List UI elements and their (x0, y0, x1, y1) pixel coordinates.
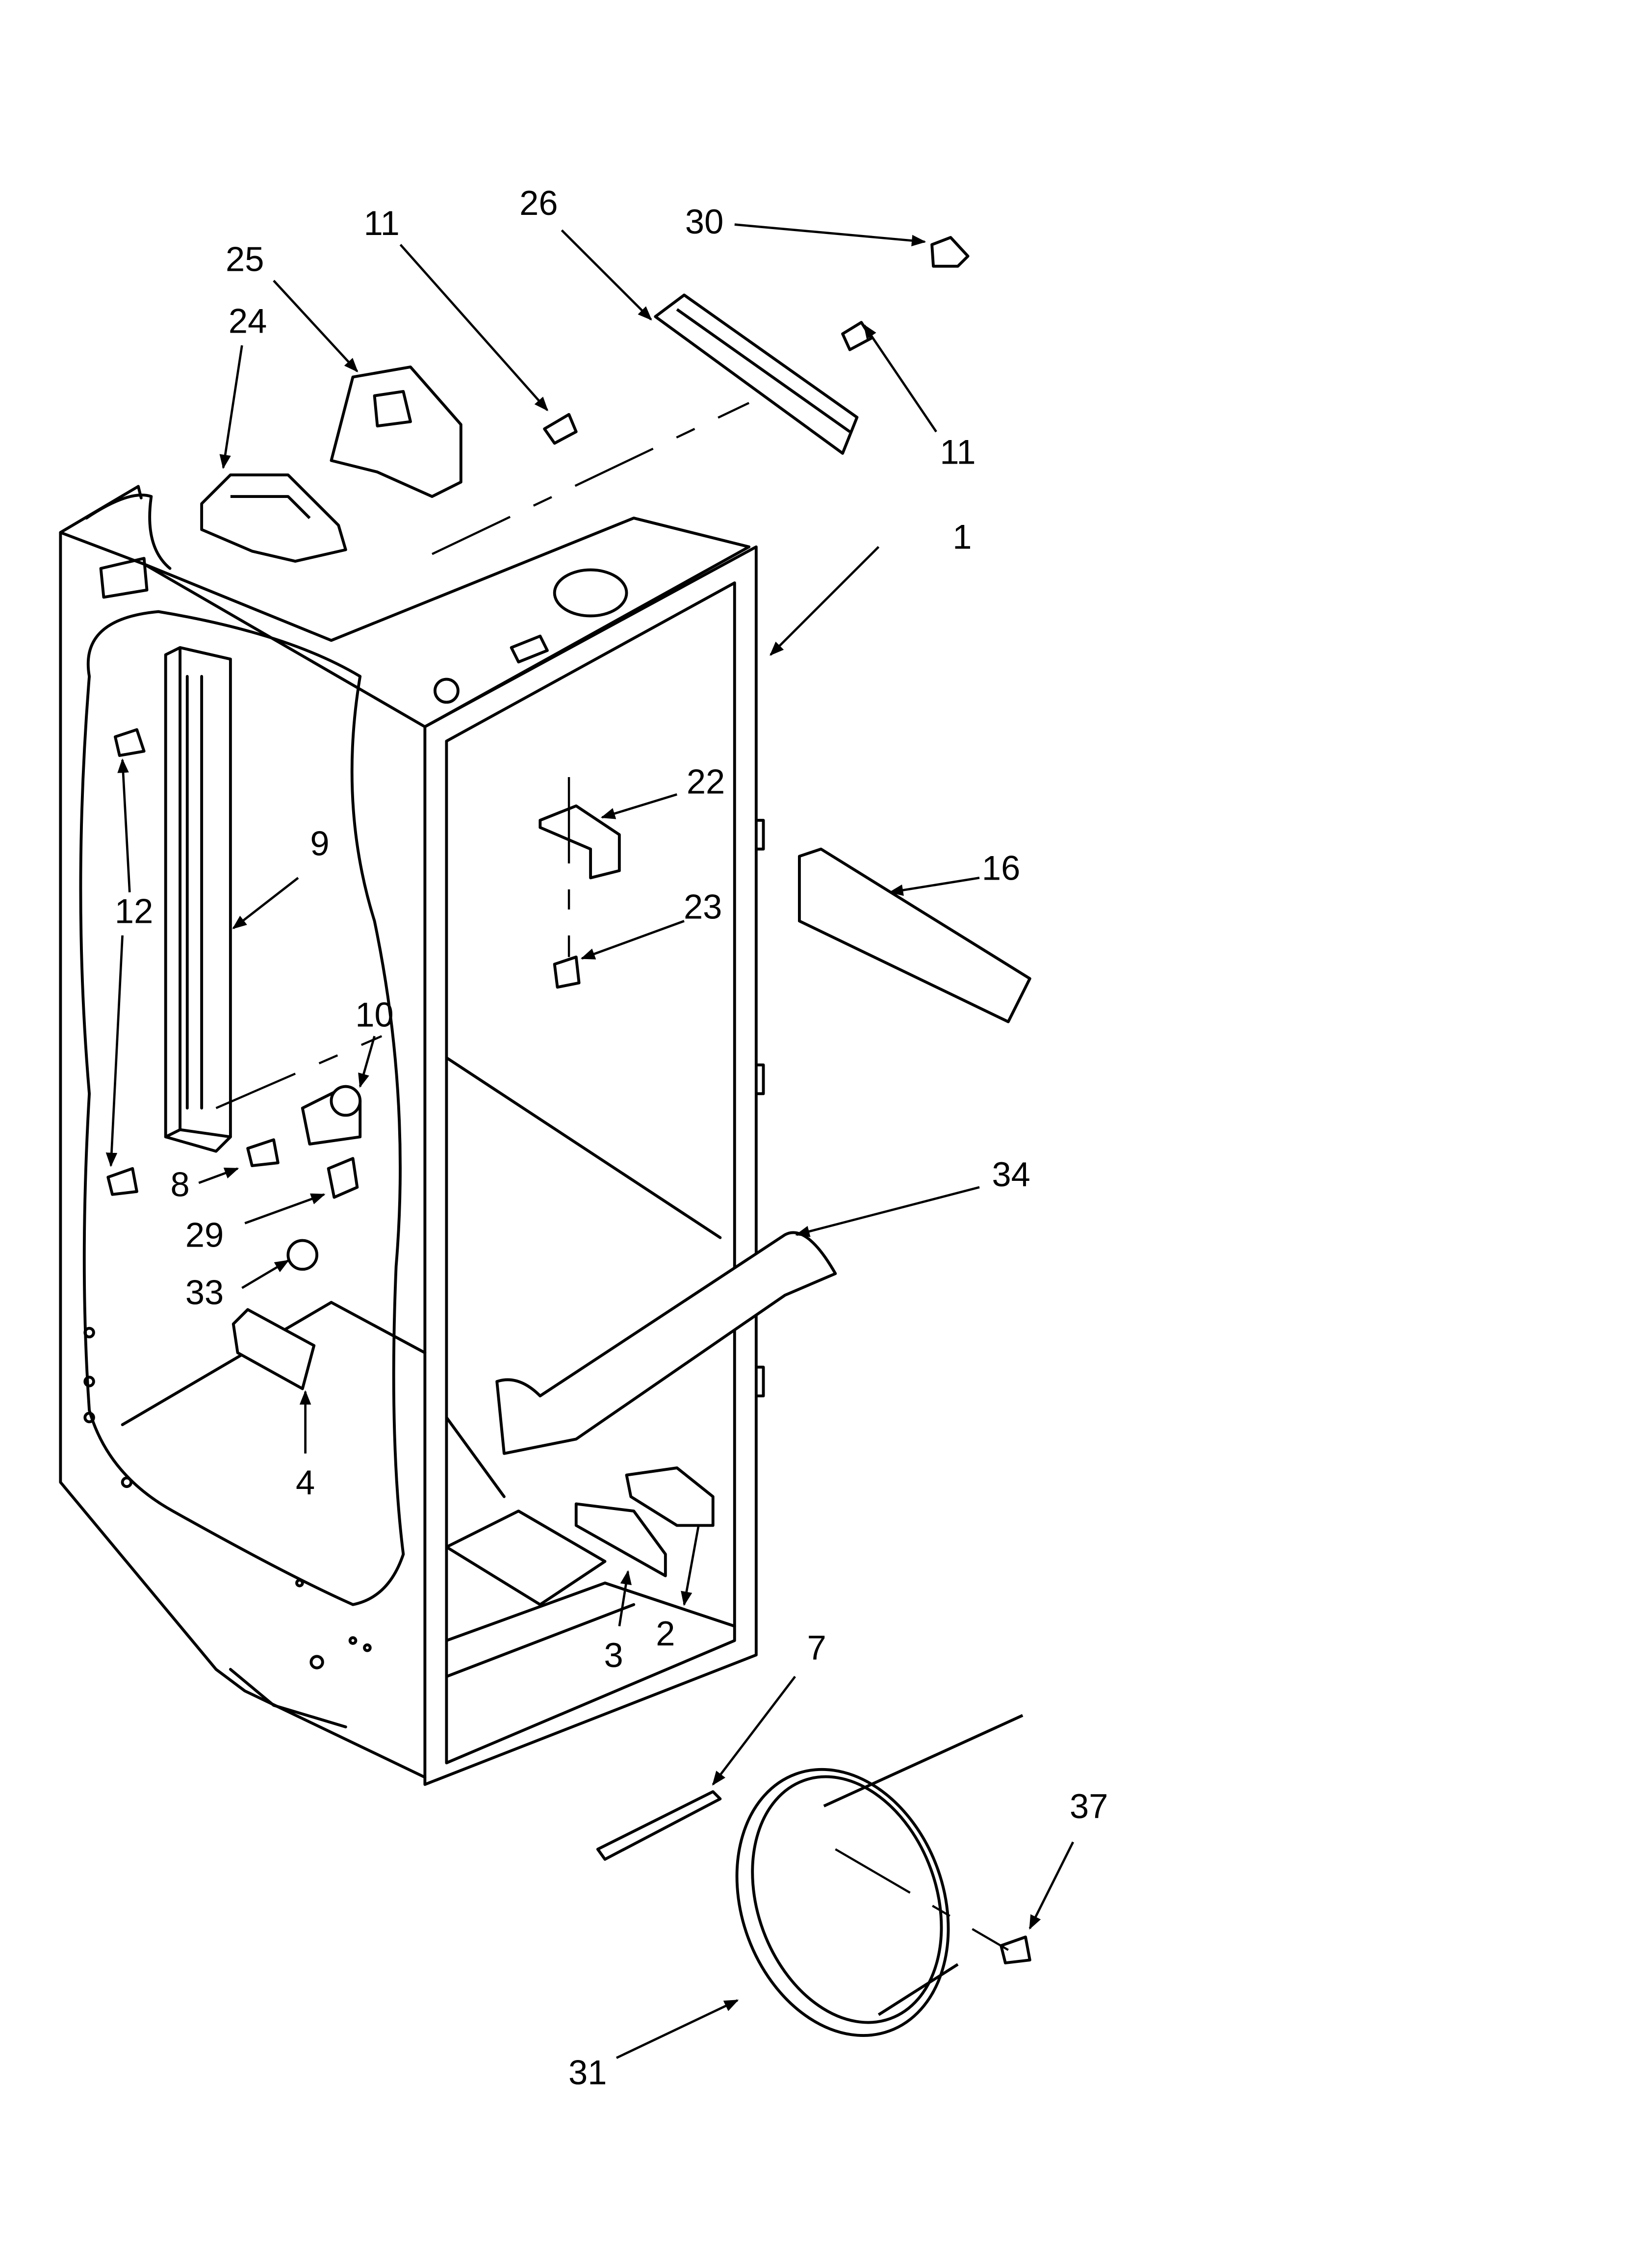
top-channel (654, 293, 859, 455)
leader-lines (105, 223, 1075, 2059)
callout-23: 23 (684, 887, 722, 926)
callout-33: 33 (185, 1273, 224, 1312)
clip-part (930, 236, 970, 268)
screw-parts (106, 321, 1031, 1965)
callout-16: 16 (982, 848, 1020, 887)
callout-24: 24 (229, 302, 267, 340)
cabinet-liner (59, 485, 765, 1786)
callout-1: 1 (952, 518, 972, 556)
callout-29: 29 (185, 1215, 224, 1254)
callout-11-right: 11 (940, 433, 975, 471)
callout-22: 22 (687, 762, 725, 801)
callout-9: 9 (310, 824, 329, 862)
interior-parts (231, 804, 1031, 2037)
callout-26: 26 (519, 183, 558, 222)
damper-cover (330, 365, 462, 498)
callout-31: 31 (568, 2053, 607, 2092)
shelf-rail (164, 646, 232, 1153)
callout-25: 25 (226, 240, 264, 279)
callout-8: 8 (170, 1165, 189, 1204)
callout-10: 10 (355, 995, 393, 1034)
callout-30: 30 (685, 202, 723, 241)
callout-2: 2 (656, 1614, 675, 1653)
callout-4: 4 (296, 1463, 315, 1502)
callout-labels: 1 2 3 4 7 8 9 10 11 11 12 16 22 23 24 25… (115, 183, 1108, 2091)
callout-34: 34 (992, 1155, 1030, 1194)
callout-7: 7 (807, 1628, 826, 1667)
damper-housing (200, 473, 347, 563)
callout-11-top: 11 (364, 204, 400, 242)
callout-3: 3 (604, 1636, 623, 1674)
callout-37: 37 (1070, 1787, 1108, 1825)
alignment-lines (215, 402, 1009, 1951)
callout-12: 12 (115, 891, 153, 930)
